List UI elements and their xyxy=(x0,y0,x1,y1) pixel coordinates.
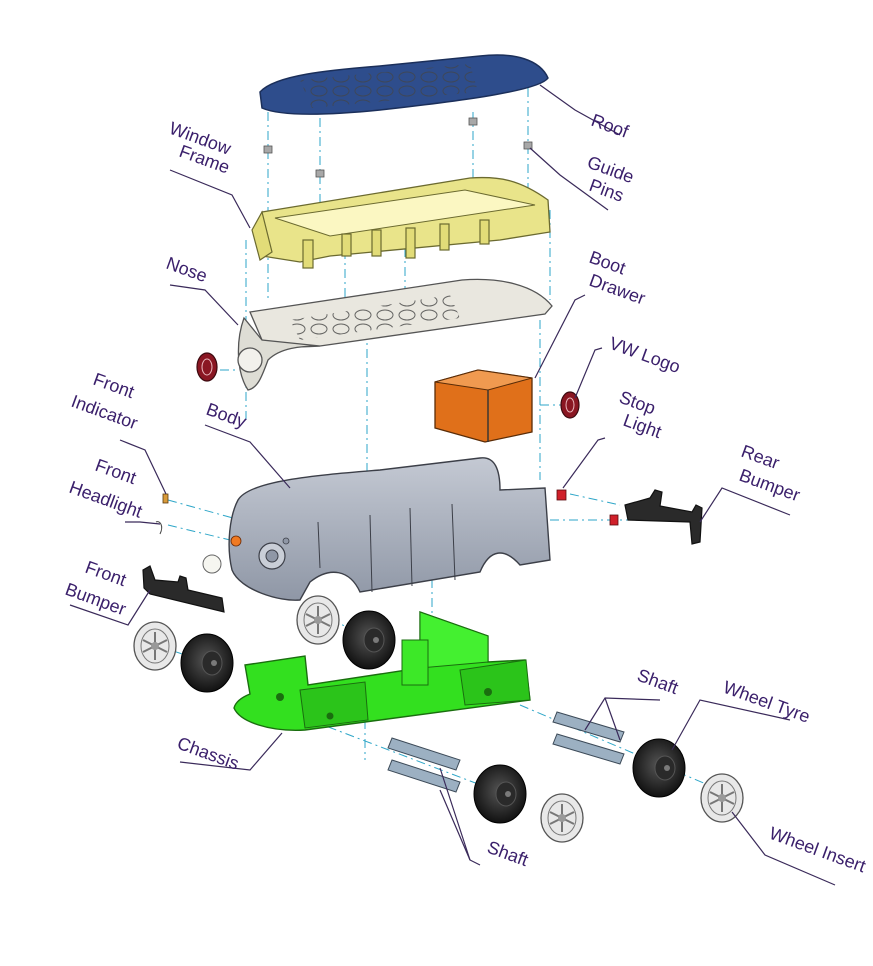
label-chassis: Chassis xyxy=(175,733,242,774)
front-bumper-part xyxy=(142,565,225,613)
boot-drawer-part xyxy=(434,369,533,443)
label-roof: Roof xyxy=(589,110,633,142)
wheel-tyre-2 xyxy=(342,610,396,670)
wheel-insert-3 xyxy=(540,793,584,843)
wheel-insert-1 xyxy=(133,621,177,671)
stop-light-part xyxy=(556,489,619,526)
label-front-bumper-line1: Front xyxy=(83,557,129,590)
vw-logo-front-part xyxy=(196,352,218,382)
label-front-indicator-line1: Front xyxy=(91,369,137,402)
leader-lines xyxy=(69,84,836,886)
window-frame-part xyxy=(251,176,551,269)
wheel-insert-2 xyxy=(296,595,340,645)
body-part xyxy=(228,457,551,601)
label-vw-logo: VW Logo xyxy=(607,333,683,377)
label-shaft-bottom: Shaft xyxy=(485,837,531,870)
wheel-tyre-3 xyxy=(473,764,527,824)
label-nose: Nose xyxy=(164,253,210,286)
rear-bumper-part xyxy=(624,489,703,545)
wheel-insert-4 xyxy=(700,773,744,823)
label-wheel-insert: Wheel Insert xyxy=(767,823,869,876)
vw-logo-rear-part xyxy=(560,391,580,419)
shaft-parts xyxy=(387,711,625,793)
chassis-part xyxy=(233,611,531,731)
label-stop-light-line2: Light xyxy=(621,410,665,442)
wheel-tyre-4 xyxy=(632,738,686,798)
roof-part xyxy=(259,54,549,116)
label-wheel-tyre: Wheel Tyre xyxy=(721,677,813,727)
front-headlight-part xyxy=(155,521,222,574)
wheel-tyres xyxy=(180,610,686,824)
label-shaft-top: Shaft xyxy=(635,665,681,698)
wheel-tyre-1 xyxy=(180,633,234,693)
wheel-inserts xyxy=(133,595,744,843)
nose-part xyxy=(237,278,553,391)
guide-pins-part xyxy=(263,117,533,178)
label-front-headlight-line1: Front xyxy=(93,455,139,488)
